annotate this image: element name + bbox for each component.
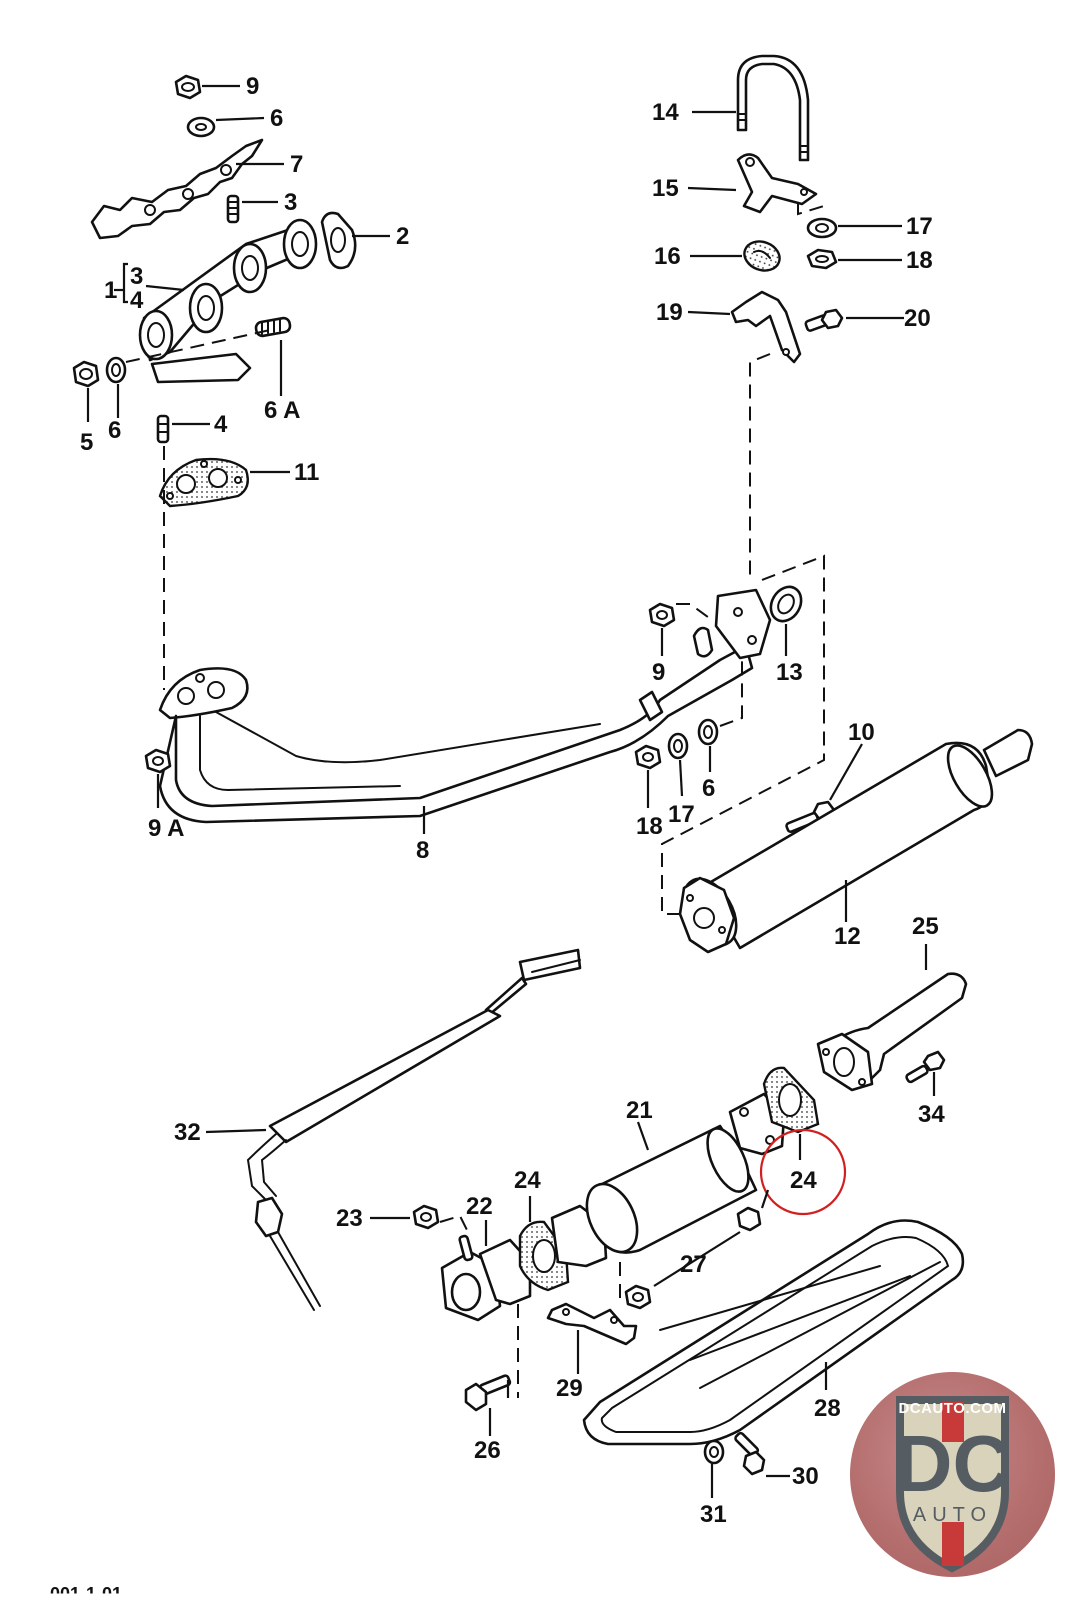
logo-subtitle: AUTO (912, 1504, 993, 1526)
part-19-bracket[interactable]: 19 (656, 290, 802, 580)
callout-3: 3 (284, 189, 297, 216)
part-9a-nut[interactable]: 9 A (144, 748, 184, 842)
callout-24: 24 (514, 1167, 541, 1194)
callout-26: 26 (474, 1437, 501, 1464)
part-31-washer[interactable]: 31 (700, 1439, 727, 1528)
callout-16: 16 (654, 243, 681, 270)
part-2-gasket[interactable]: 2 (320, 211, 409, 270)
callout-10: 10 (848, 719, 875, 746)
callout-28: 28 (814, 1395, 841, 1422)
part-1-exhaust-manifold[interactable]: 1 3 4 (104, 218, 318, 384)
callout-2: 2 (396, 223, 409, 250)
callout-17: 17 (668, 801, 695, 828)
part-22-flange[interactable]: 22 (440, 1193, 532, 1398)
dcauto-logo: DCAUTO.COM DC AUTO (850, 1372, 1055, 1577)
callout-13: 13 (776, 659, 803, 686)
callout-1-3: 3 (130, 263, 143, 290)
logo-shield-icon (896, 1396, 1009, 1573)
part-9-nut-top[interactable]: 9 (174, 73, 259, 100)
part-4-stud[interactable]: 4 (156, 411, 228, 444)
part-25-tailpipe[interactable]: 25 (816, 913, 968, 1092)
part-21-catalytic-converter[interactable]: 21 (550, 1092, 786, 1300)
part-16-rubber-mount[interactable]: 16 (654, 237, 784, 276)
part-11-flange-gasket[interactable]: 11 (158, 457, 319, 508)
part-6-washer-top[interactable]: 6 (186, 105, 283, 138)
callout-18: 18 (636, 813, 663, 840)
part-14-u-bolt[interactable]: 14 (652, 54, 810, 162)
callout-31: 31 (700, 1501, 727, 1528)
part-9-nut-mid[interactable]: 9 (648, 602, 713, 686)
callout-27: 27 (680, 1251, 707, 1278)
part-7-heat-shield[interactable]: 7 (90, 138, 303, 240)
part-18-nut-top[interactable]: 18 (806, 247, 933, 274)
callout-8: 8 (416, 837, 429, 864)
part-17-lock-washer-top[interactable]: 17 (806, 213, 933, 240)
part-27-nut[interactable]: 27 (624, 1189, 770, 1310)
part-23-nut[interactable]: 23 (336, 1204, 471, 1237)
callout-29: 29 (556, 1375, 583, 1402)
callout-6: 6 (702, 775, 715, 802)
callout-6: 6 (108, 417, 121, 444)
highlight-circle (759, 1128, 847, 1216)
callout-21: 21 (626, 1097, 653, 1124)
part-26-bolt[interactable]: 26 (464, 1374, 512, 1464)
part-30-bolt[interactable]: 30 (734, 1431, 819, 1490)
callout-32: 32 (174, 1119, 201, 1146)
callout-9: 9 (652, 659, 665, 686)
callout-25: 25 (912, 913, 939, 940)
callout-34: 34 (918, 1101, 945, 1128)
callout-15: 15 (652, 175, 679, 202)
callout-14: 14 (652, 99, 679, 126)
callout-22: 22 (466, 1193, 493, 1220)
callout-4: 4 (214, 411, 228, 438)
part-13-seal-ring[interactable]: 13 (765, 581, 807, 686)
part-24-gasket-rear-highlighted[interactable]: 24 (759, 1066, 847, 1216)
part-3-stud[interactable]: 3 (226, 189, 297, 224)
part-34-bolt[interactable]: 34 (905, 1050, 945, 1128)
part-20-bolt[interactable]: 20 (804, 305, 931, 332)
part-18-nut-mid[interactable]: 18 (634, 744, 663, 840)
callout-30: 30 (792, 1463, 819, 1490)
callout-18: 18 (906, 247, 933, 274)
logo-url-text: DCAUTO.COM (898, 1400, 1007, 1417)
callout-24-highlighted: 24 (790, 1167, 817, 1194)
part-6-washer-manifold[interactable]: 6 (105, 356, 127, 444)
part-flange-pipe-rear[interactable] (692, 588, 772, 660)
callout-1: 1 (104, 277, 117, 304)
callout-5: 5 (80, 429, 93, 456)
part-6a-stud[interactable]: 6 A (264, 340, 300, 424)
part-28-heat-shield-lower[interactable]: 28 (582, 1219, 965, 1446)
callout-6: 6 (270, 105, 283, 132)
callout-12: 12 (834, 923, 861, 950)
part-6-washer-mid[interactable]: 6 (697, 660, 743, 802)
callout-1-4: 4 (130, 287, 144, 314)
part-12-rear-muffler[interactable]: 12 (673, 728, 1034, 954)
part-17-lock-washer-mid[interactable]: 17 (667, 732, 695, 828)
part-15-clamp[interactable]: 15 (652, 153, 825, 216)
part-5-nut[interactable]: 5 (72, 360, 100, 456)
callout-9: 9 (246, 73, 259, 100)
callout-17: 17 (906, 213, 933, 240)
callout-6a: 6 A (264, 397, 300, 424)
callout-9a: 9 A (148, 815, 184, 842)
diagram-reference-number: 001-1-01 (50, 1584, 123, 1604)
part-32-exhaust-temp-sensor[interactable]: 32 (174, 948, 582, 1311)
part-8-front-pipe[interactable]: 8 (158, 644, 754, 864)
callout-20: 20 (904, 305, 931, 332)
logo-monogram: DC (894, 1419, 1011, 1508)
callout-23: 23 (336, 1205, 363, 1232)
callout-11: 11 (294, 459, 319, 486)
callout-7: 7 (290, 151, 303, 178)
callout-19: 19 (656, 299, 683, 326)
part-29-bracket[interactable]: 29 (546, 1302, 638, 1402)
